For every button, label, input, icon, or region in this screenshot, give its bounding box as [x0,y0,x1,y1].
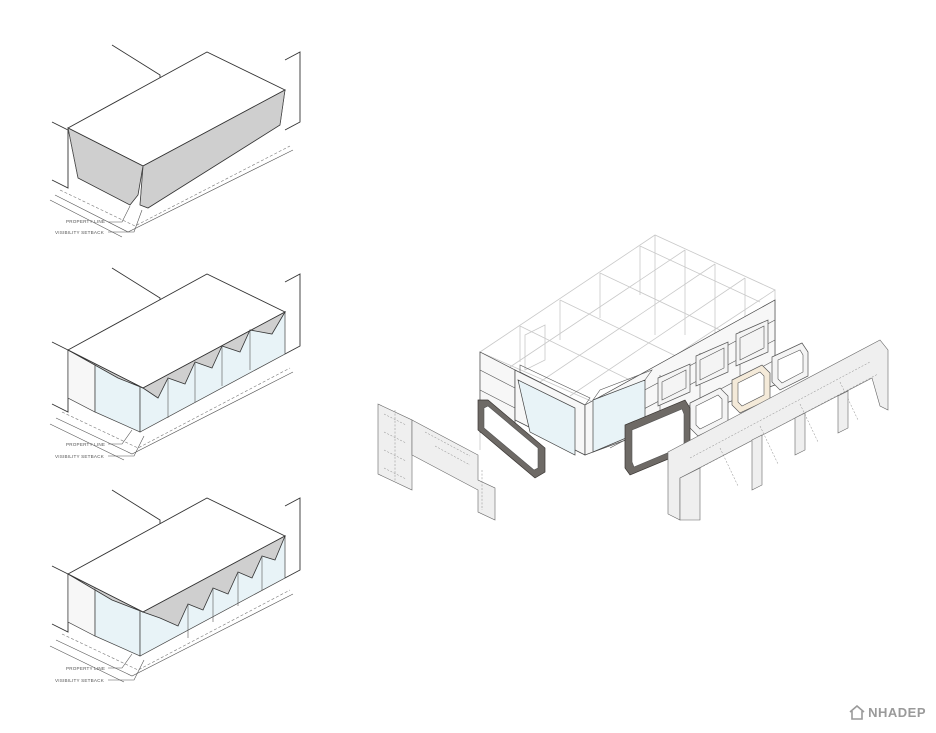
window-boxes [689,342,809,437]
visibility-setback-label-3: VISIBILITY SETBACK [55,678,105,683]
watermark: NHADEP [849,705,926,720]
left-facade-panel [377,403,496,521]
property-line-label-2: PROPERTY LINE [66,442,105,447]
property-line-label-1: PROPERTY LINE [66,219,105,224]
visibility-setback-label-2: VISIBILITY SETBACK [55,454,105,459]
house-outline-icon [849,705,865,720]
property-line-label-3: PROPERTY LINE [66,666,105,671]
right-facade-panel [667,339,889,521]
exploded-axonometric [377,234,889,521]
massing-diagram-2: PROPERTY LINE VISIBILITY SETBACK [49,267,301,461]
visibility-setback-label-1: VISIBILITY SETBACK [55,230,105,235]
massing-diagram-1: PROPERTY LINE VISIBILITY SETBACK [49,44,301,238]
watermark-text: NHADEP [868,705,926,720]
massing-diagram-3: PROPERTY LINE VISIBILITY SETBACK [49,489,301,683]
